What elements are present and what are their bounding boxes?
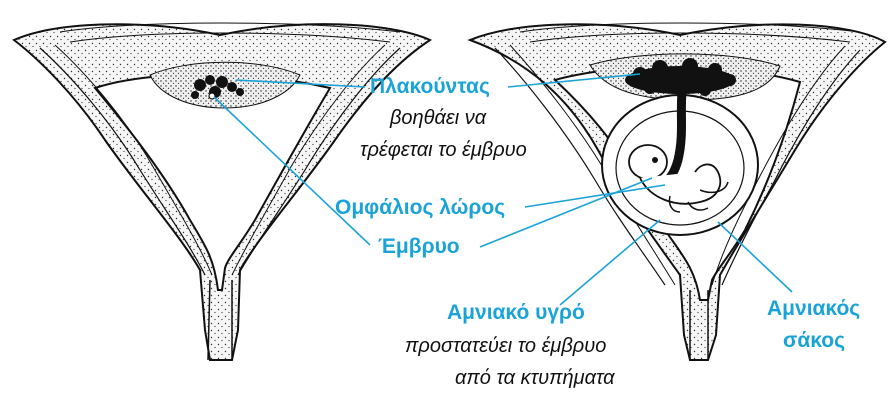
label-amniotic-sac-1: Αμνιακός: [767, 298, 860, 319]
label-amniotic-sac-2: σάκος: [783, 330, 845, 351]
label-embryo: Έμβρυο: [378, 236, 460, 257]
label-amniotic-fluid: Αμνιακό υγρό: [447, 302, 585, 323]
label-amniotic-fluid-desc-2: από τα κτυπήματα: [455, 368, 615, 388]
label-placenta: Πλακούντας: [370, 76, 490, 97]
left-uterus: [14, 23, 430, 360]
label-placenta-desc-1: βοηθάει να: [390, 108, 486, 128]
label-placenta-desc-2: τρέφεται το έμβρυο: [360, 140, 527, 160]
leader-amniotic-fluid: [560, 220, 660, 305]
label-umbilical-cord: Ομφάλιος λώρος: [335, 197, 505, 218]
label-amniotic-fluid-desc-1: προστατεύει το έμβρυο: [405, 336, 606, 356]
